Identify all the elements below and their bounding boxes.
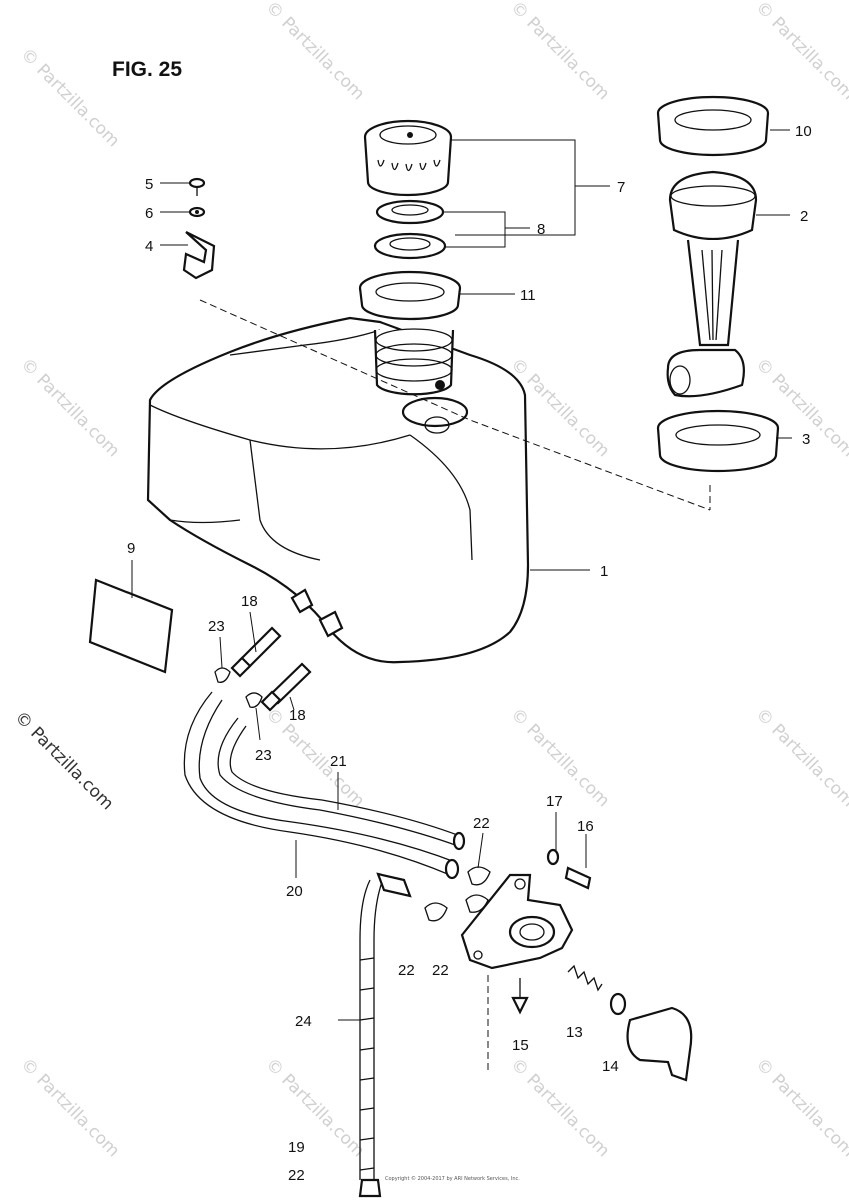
watermark-text: © Partzilla.com <box>506 1054 613 1161</box>
part-9-cushion-pad <box>88 578 174 674</box>
callout-16: 16 <box>577 818 594 835</box>
callout-15: 15 <box>512 1037 529 1054</box>
watermark-text: © Partzilla.com <box>16 1054 123 1161</box>
part-17-washer <box>546 848 560 866</box>
watermark-text: © Partzilla.com <box>261 704 368 811</box>
part-23-clamp-upper <box>214 667 231 683</box>
part-22-clamp-b <box>465 894 489 913</box>
part-24-hose <box>358 872 412 1198</box>
part-10-ring <box>656 95 770 157</box>
watermark-text: © Partzilla.com <box>16 354 123 461</box>
part-16-screw <box>564 866 592 890</box>
fuel-cock-valve <box>460 873 574 970</box>
callout-13: 13 <box>566 1024 583 1041</box>
part-15-screw <box>511 978 529 1015</box>
watermark-text: © Partzilla.com <box>16 44 123 151</box>
part-3-ring <box>656 409 780 473</box>
callout-2: 2 <box>800 208 808 225</box>
part-22-clamp-a <box>467 866 491 886</box>
callout-18-upper: 18 <box>241 593 258 610</box>
callout-10: 10 <box>795 123 812 140</box>
part-2-fuel-gauge <box>666 170 758 398</box>
callout-5: 5 <box>145 176 153 193</box>
part-18-hose-fitting-upper <box>230 626 282 678</box>
callout-19: 19 <box>288 1139 305 1156</box>
part-21-fuel-hose <box>217 717 466 851</box>
part-13-spring <box>567 964 627 1016</box>
watermark-text: © Partzilla.com <box>751 1054 849 1161</box>
callout-22-left: 22 <box>398 962 415 979</box>
callout-3: 3 <box>802 431 810 448</box>
callout-14: 14 <box>602 1058 619 1075</box>
part-18-hose-fitting-lower <box>260 662 312 712</box>
callout-7: 7 <box>617 179 625 196</box>
callout-6: 6 <box>145 205 153 222</box>
assembly-lines <box>199 299 711 1070</box>
watermark-text: © Partzilla.com <box>261 1054 368 1161</box>
callout-18-lower: 18 <box>289 707 306 724</box>
watermark-text: © Partzilla.com <box>261 0 368 104</box>
callout-4: 4 <box>145 238 153 255</box>
part-1-fuel-tank <box>146 316 530 664</box>
copyright-note: Copyright © 2004-2017 by ARI Network Ser… <box>385 1175 520 1182</box>
callout-labels: 1 2 3 4 5 6 7 8 9 10 11 13 14 15 16 17 1… <box>127 123 812 1184</box>
figure-title: FIG. 25 <box>112 58 182 81</box>
leader-lines <box>131 129 792 1021</box>
callout-21: 21 <box>330 753 347 770</box>
callout-22-bottom: 22 <box>288 1167 305 1184</box>
callout-23-upper: 23 <box>208 618 225 635</box>
callout-17: 17 <box>546 793 563 810</box>
part-14-lever <box>626 1006 693 1082</box>
callout-22-middle: 22 <box>432 962 449 979</box>
part-5-bolt <box>188 177 206 196</box>
part-20-fuel-hose <box>183 691 460 880</box>
callout-1: 1 <box>600 563 608 580</box>
callout-20: 20 <box>286 883 303 900</box>
watermark-text: © Partzilla.com <box>506 0 613 104</box>
callout-8: 8 <box>537 221 545 238</box>
callout-23-lower: 23 <box>255 747 272 764</box>
part-7-fuel-cap <box>363 119 453 197</box>
part-22-clamp-c <box>424 902 448 922</box>
watermark-text: © Partzilla.com <box>751 0 849 104</box>
callout-9: 9 <box>127 540 135 557</box>
watermark-text-dark: © Partzilla.com <box>10 707 117 814</box>
watermark-text: © Partzilla.com <box>751 704 849 811</box>
callout-11: 11 <box>520 287 536 304</box>
part-23-clamp-lower <box>245 692 263 708</box>
part-4-bracket <box>182 231 216 280</box>
part-11-filler-ring <box>358 270 462 321</box>
part-6-washer <box>188 206 206 218</box>
part-8-cap-gaskets <box>373 199 447 260</box>
callout-24: 24 <box>295 1013 312 1030</box>
callout-22-top: 22 <box>473 815 490 832</box>
